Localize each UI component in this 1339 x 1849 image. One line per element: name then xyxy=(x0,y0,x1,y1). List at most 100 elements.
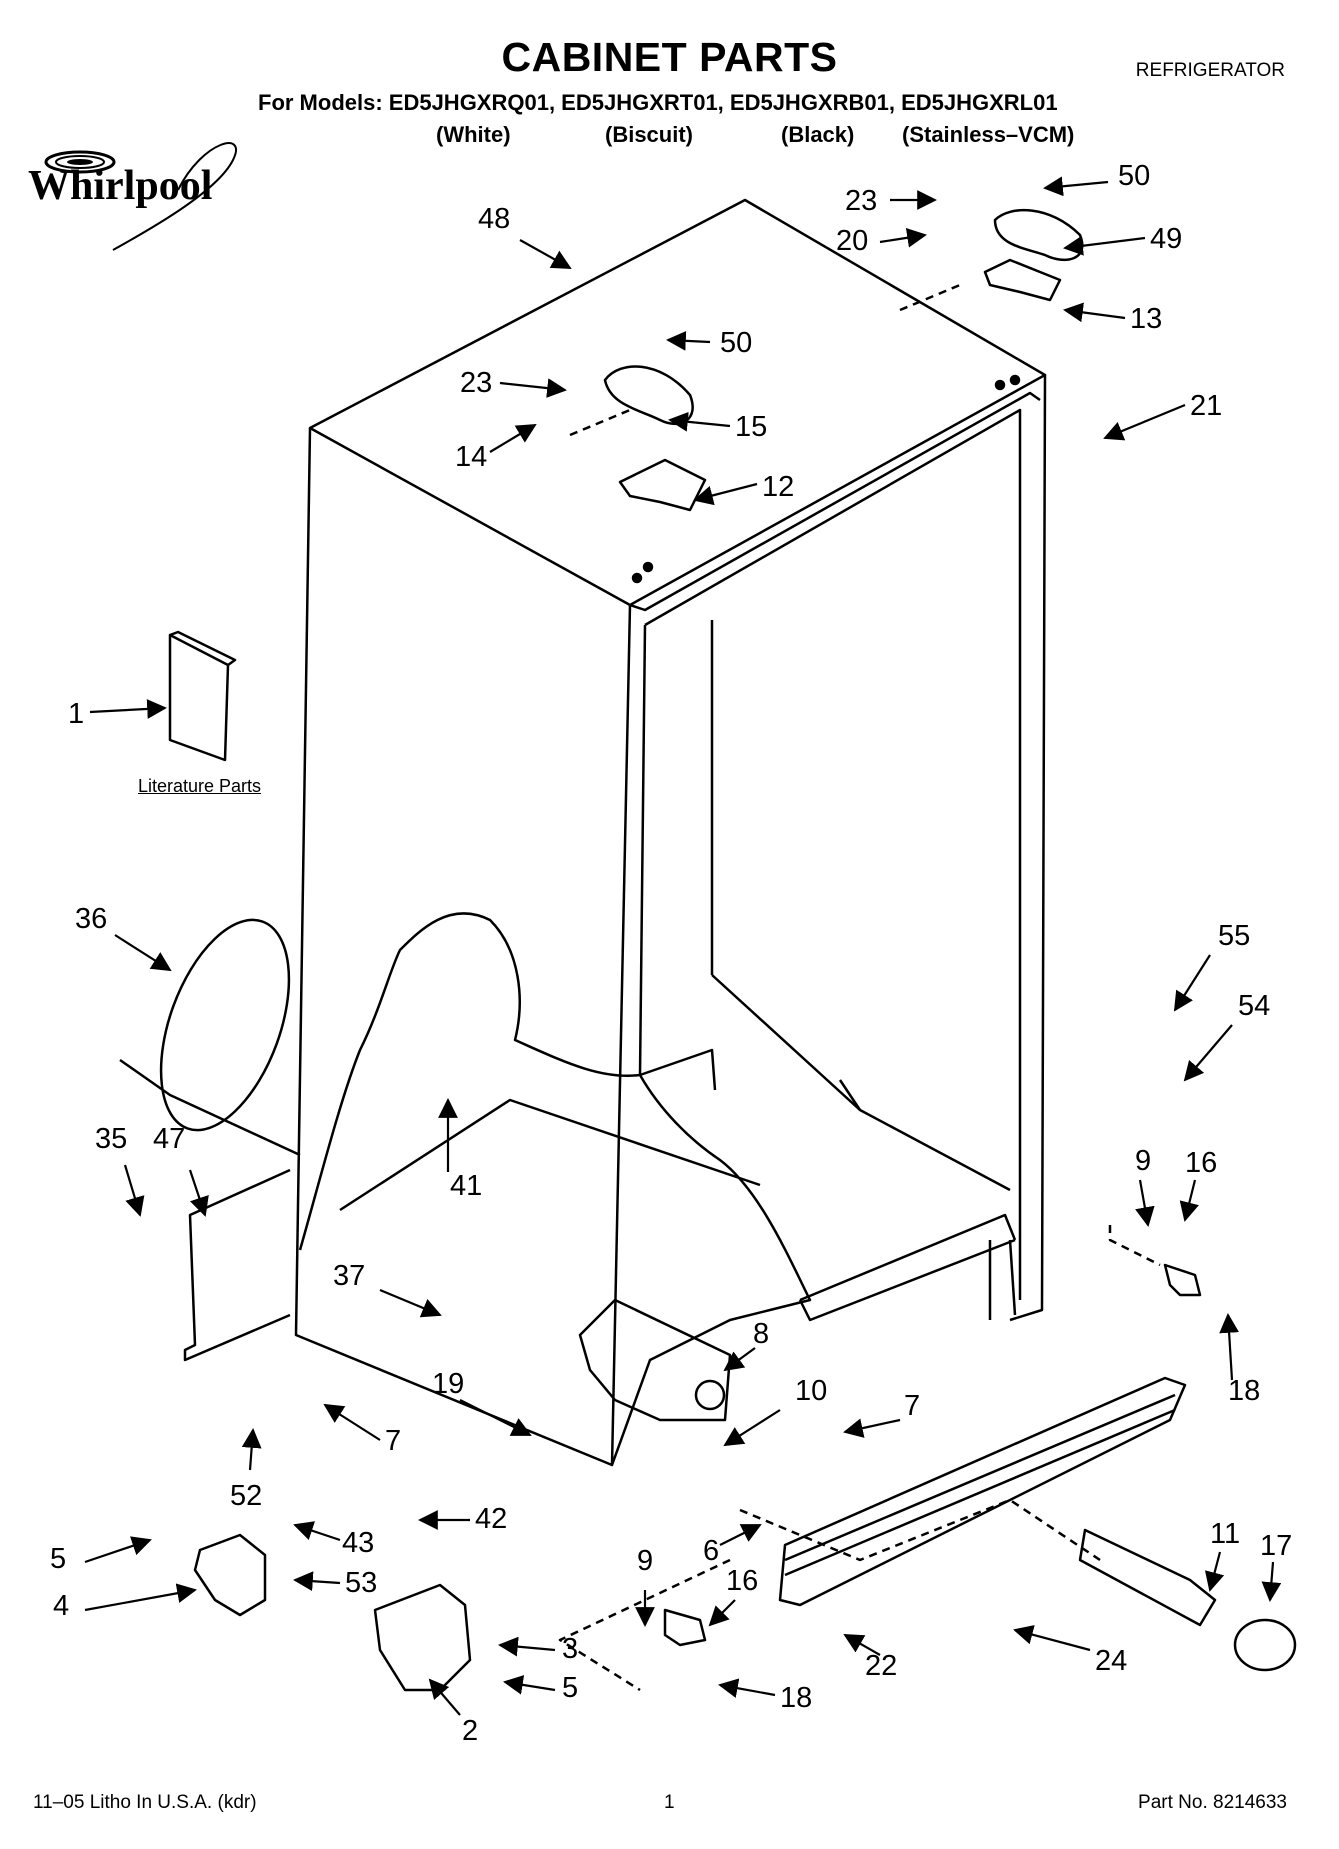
callout-17: 17 xyxy=(1260,1530,1292,1562)
callout-20: 20 xyxy=(836,225,868,257)
callout-41: 41 xyxy=(450,1170,482,1202)
callout-21: 21 xyxy=(1190,390,1222,422)
callout-23: 23 xyxy=(460,367,492,399)
cabinet-top xyxy=(308,198,1047,607)
callout-8: 8 xyxy=(753,1318,769,1350)
callout-24: 24 xyxy=(1095,1645,1127,1677)
callout-50: 50 xyxy=(720,327,752,359)
literature-parts-label: Literature Parts xyxy=(138,776,262,796)
callout-9: 9 xyxy=(1135,1145,1151,1177)
leader-arrow-9 xyxy=(1135,1179,1155,1227)
leader-arrow-1 xyxy=(89,699,167,719)
callout-22: 22 xyxy=(865,1650,897,1682)
leader-arrow-35 xyxy=(123,1164,145,1217)
color-white: (White) xyxy=(436,122,511,147)
callout-52: 52 xyxy=(230,1480,262,1512)
leader-arrow-21 xyxy=(1103,403,1186,441)
leader-arrow-36 xyxy=(114,934,172,972)
callout-37: 37 xyxy=(333,1260,365,1292)
leader-arrow-11 xyxy=(1204,1551,1225,1592)
leveling-bracket-right xyxy=(1163,1263,1202,1297)
callout-7: 7 xyxy=(904,1390,920,1422)
callout-9: 9 xyxy=(637,1545,653,1577)
callout-5: 5 xyxy=(50,1543,66,1575)
callout-43: 43 xyxy=(342,1527,374,1559)
product-type: REFRIGERATOR xyxy=(1135,60,1285,81)
leader-arrow-12 xyxy=(693,482,758,506)
callout-55: 55 xyxy=(1218,920,1250,952)
leader-arrow-19 xyxy=(459,1399,532,1436)
callout-16: 16 xyxy=(1185,1147,1217,1179)
leader-arrow-18 xyxy=(1219,1313,1239,1381)
models-line: For Models: ED5JHGXRQ01, ED5JHGXRT01, ED… xyxy=(258,90,1058,115)
leader-arrow-47 xyxy=(188,1169,209,1217)
hinge-cover-left xyxy=(603,365,694,426)
leader-arrow-14 xyxy=(489,423,537,453)
callout-16: 16 xyxy=(726,1565,758,1597)
leader-arrow-20 xyxy=(879,227,927,248)
callout-11: 11 xyxy=(1210,1518,1240,1550)
footer-part-number: Part No. 8214633 xyxy=(1138,1792,1287,1813)
brand-wordmark: Whirlpool xyxy=(28,163,213,209)
page-title: CABINET PARTS xyxy=(501,34,838,80)
hinge-cover-right xyxy=(993,209,1084,262)
leader-arrow-55 xyxy=(1173,954,1211,1012)
callout-14: 14 xyxy=(455,441,487,473)
callout-13: 13 xyxy=(1130,303,1162,335)
leader-arrow-16 xyxy=(1179,1179,1199,1222)
leader-arrow-17 xyxy=(1261,1561,1282,1602)
leader-arrow-7 xyxy=(843,1418,901,1438)
front-frame-outer xyxy=(629,391,1041,612)
leader-arrow-3 xyxy=(498,1636,556,1657)
leader-arrow-49 xyxy=(1063,235,1146,256)
callout-35: 35 xyxy=(95,1123,127,1155)
interior-shelf xyxy=(711,974,1011,1192)
front-frame-inner xyxy=(644,408,1022,1300)
leveling-bracket-left xyxy=(663,1608,707,1647)
footer-page-number: 1 xyxy=(664,1792,675,1813)
callout-50: 50 xyxy=(1118,160,1150,192)
callout-12: 12 xyxy=(762,471,794,503)
whirlpool-logo xyxy=(44,142,237,251)
callout-49: 49 xyxy=(1150,223,1182,255)
leader-arrow-50 xyxy=(666,330,711,351)
leader-arrow-16 xyxy=(708,1599,736,1627)
leader-arrow-22 xyxy=(843,1634,881,1656)
leader-arrow-53 xyxy=(293,1571,341,1592)
callout-18: 18 xyxy=(780,1682,812,1714)
callout-6: 6 xyxy=(703,1535,719,1567)
filter-cap xyxy=(1233,1618,1297,1672)
callout-4: 4 xyxy=(53,1590,69,1622)
color-biscuit: (Biscuit) xyxy=(605,122,693,147)
leader-arrow-13 xyxy=(1063,302,1126,323)
leader-arrow-54 xyxy=(1183,1024,1233,1082)
callout-48: 48 xyxy=(478,203,510,235)
callout-3: 3 xyxy=(562,1633,578,1665)
callout-15: 15 xyxy=(735,411,767,443)
cabinet-left-side xyxy=(294,427,632,1467)
callout-54: 54 xyxy=(1238,990,1270,1022)
color-black: (Black) xyxy=(781,122,855,147)
base-grille xyxy=(778,1376,1187,1607)
callout-5: 5 xyxy=(562,1672,578,1704)
leader-arrow-2 xyxy=(428,1678,461,1716)
leader-arrow-5 xyxy=(84,1536,152,1564)
leader-arrow-10 xyxy=(723,1409,781,1447)
water-tube-coil xyxy=(159,918,291,1132)
leader-arrow-8 xyxy=(723,1347,756,1372)
leader-arrow-4 xyxy=(84,1583,197,1612)
leader-arrow-43 xyxy=(293,1521,341,1542)
callout-2: 2 xyxy=(462,1715,478,1747)
leader-arrow-52 xyxy=(241,1428,262,1471)
callout-47: 47 xyxy=(153,1123,185,1155)
leader-arrow-50 xyxy=(1043,176,1109,197)
callout-18: 18 xyxy=(1228,1375,1260,1407)
leader-arrow-5 xyxy=(503,1675,556,1695)
leader-arrow-48 xyxy=(519,239,572,269)
leader-arrow-23 xyxy=(499,378,567,398)
leader-arrow-15 xyxy=(668,411,731,432)
callout-53: 53 xyxy=(345,1567,377,1599)
callout-23: 23 xyxy=(845,185,877,217)
callout-1: 1 xyxy=(68,698,84,730)
